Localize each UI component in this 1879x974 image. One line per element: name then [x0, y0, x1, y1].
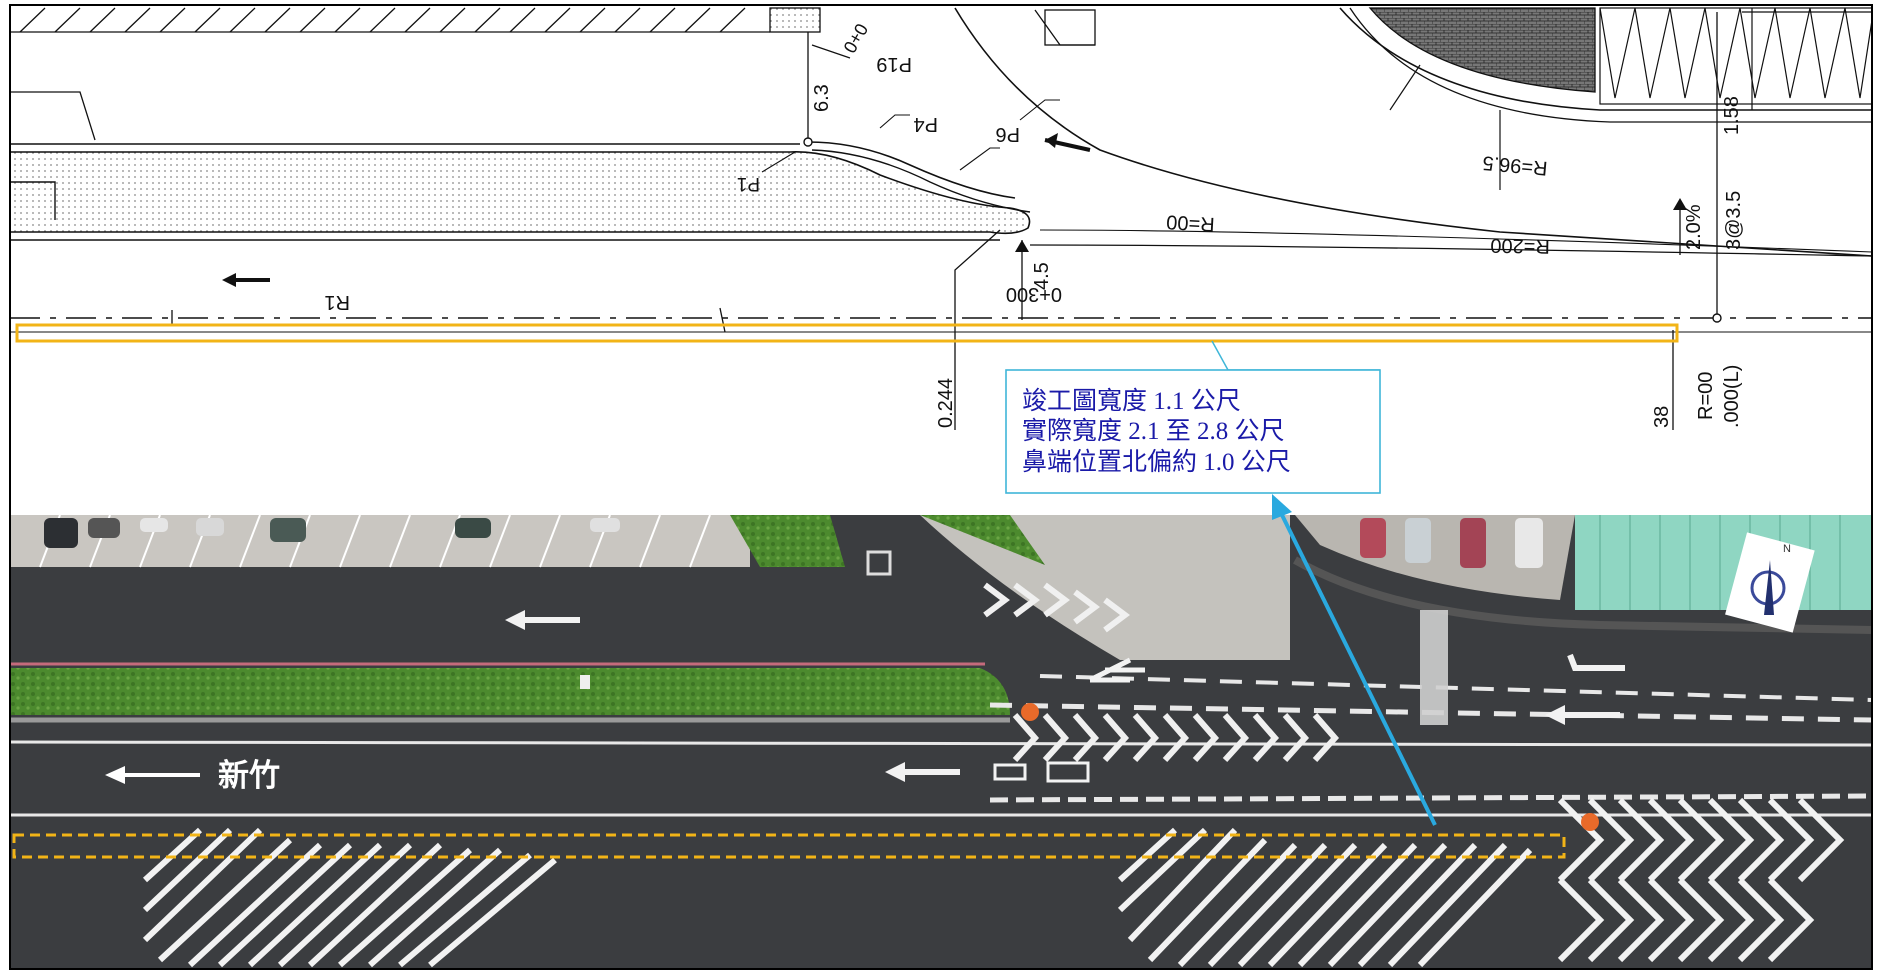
- cad-drawing: 6.3 P19 0+0 P1 P4 P6: [9, 5, 1873, 515]
- callout-line-1: 竣工圖寬度 1.1 公尺: [1022, 387, 1241, 415]
- compass-north-label: N: [1783, 543, 1791, 555]
- aerial-photo: 新竹 N: [9, 494, 1873, 970]
- l-value-label: .000(L): [1721, 365, 1743, 428]
- slope-label: 2.0%: [1683, 204, 1705, 250]
- r200-label: R=200: [1490, 234, 1550, 257]
- median-island: [9, 151, 1031, 235]
- r00-bottom-label: R=00: [1695, 372, 1717, 420]
- station-label: 0+300: [1006, 283, 1062, 305]
- diagonal-markings-center: [1117, 827, 1533, 968]
- r1-label: R1: [324, 291, 350, 313]
- dim-63-label: 6.3: [811, 84, 833, 112]
- traffic-cone-icon-2: [1581, 813, 1599, 831]
- figure-frame: [9, 4, 1873, 970]
- p19-label: P19: [876, 53, 912, 75]
- ramp-edge: [954, 7, 1873, 257]
- p6-label: P6: [996, 123, 1020, 145]
- dim-38-label: 38: [1651, 406, 1673, 428]
- traffic-cone-icon: [1021, 703, 1039, 721]
- brick-building: [1368, 7, 1596, 93]
- chevron-markings-center: [1012, 713, 1340, 763]
- cad-background: [10, 5, 1872, 515]
- r00-label: R=00: [1166, 210, 1215, 235]
- dim-158-label: 1.58: [1721, 96, 1743, 135]
- green-roof-building: [1575, 515, 1872, 610]
- lanes-label: 3@3.5: [1723, 191, 1745, 250]
- callout-line-3: 鼻端位置北偏約 1.0 公尺: [1022, 448, 1291, 476]
- parking-lot-left: [10, 515, 750, 567]
- compass-icon: N: [1725, 532, 1815, 633]
- dim-45-label: 4.5: [1031, 262, 1053, 290]
- p4-label: P4: [914, 113, 938, 135]
- hatched-building: [10, 7, 770, 33]
- diagonal-markings-left: [142, 827, 557, 968]
- callout-box: 竣工圖寬度 1.1 公尺 實際寬度 2.1 至 2.8 公尺 鼻端位置北偏約 1…: [1005, 369, 1381, 494]
- drawing-highlight-box: [15, 323, 1679, 343]
- callout-line-2: 實際寬度 2.1 至 2.8 公尺: [1022, 417, 1285, 445]
- grass-median: [10, 668, 1010, 715]
- photo-highlight-box: [12, 833, 1566, 859]
- dim-0244-label: 0.244: [935, 378, 957, 428]
- dotted-corner: [769, 7, 821, 33]
- p1-label: P1: [737, 173, 760, 194]
- city-label: 新竹: [218, 758, 280, 793]
- callout-arrow: [1280, 514, 1437, 826]
- chevron-markings-right: [1557, 797, 1845, 963]
